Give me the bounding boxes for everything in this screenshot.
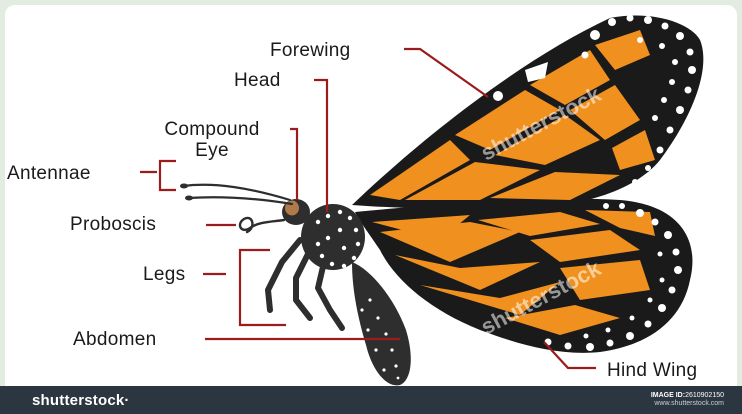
label-proboscis: Proboscis: [70, 215, 156, 234]
stock-footer-bar: shutterstock· IMAGE ID:2610902150 www.sh…: [0, 386, 742, 414]
head-leader-line: [314, 80, 327, 212]
butterfly-thorax: [301, 204, 365, 270]
site-url: www.shutterstock.com: [651, 400, 724, 408]
label-compound-eye-line2: Eye: [135, 141, 289, 160]
label-antennae: Antennae: [7, 164, 91, 183]
forewing-leader-line: [404, 49, 488, 97]
label-abdomen: Abdomen: [73, 330, 156, 349]
butterfly-antennae: [180, 184, 292, 205]
label-legs: Legs: [143, 265, 185, 284]
image-id-block: IMAGE ID:2610902150 www.shutterstock.com: [651, 392, 724, 407]
label-hind-wing: Hind Wing: [607, 361, 697, 380]
forewing: [352, 15, 703, 209]
butterfly-proboscis: [240, 218, 284, 232]
label-forewing: Forewing: [270, 41, 351, 60]
compound-eye-leader-line: [290, 129, 297, 200]
label-head: Head: [234, 71, 281, 90]
image-id-label: IMAGE ID:: [651, 392, 685, 399]
diagram-frame: shutterstock shutterstock Forewing Head …: [5, 5, 737, 409]
label-compound-eye: Compound Eye: [135, 120, 289, 160]
butterfly-abdomen: [352, 262, 411, 385]
image-id-value: 2610902150: [685, 392, 724, 399]
antennae-bracket: [160, 161, 176, 190]
shutterstock-logo: shutterstock·: [32, 392, 130, 409]
label-compound-eye-line1: Compound: [135, 120, 289, 139]
